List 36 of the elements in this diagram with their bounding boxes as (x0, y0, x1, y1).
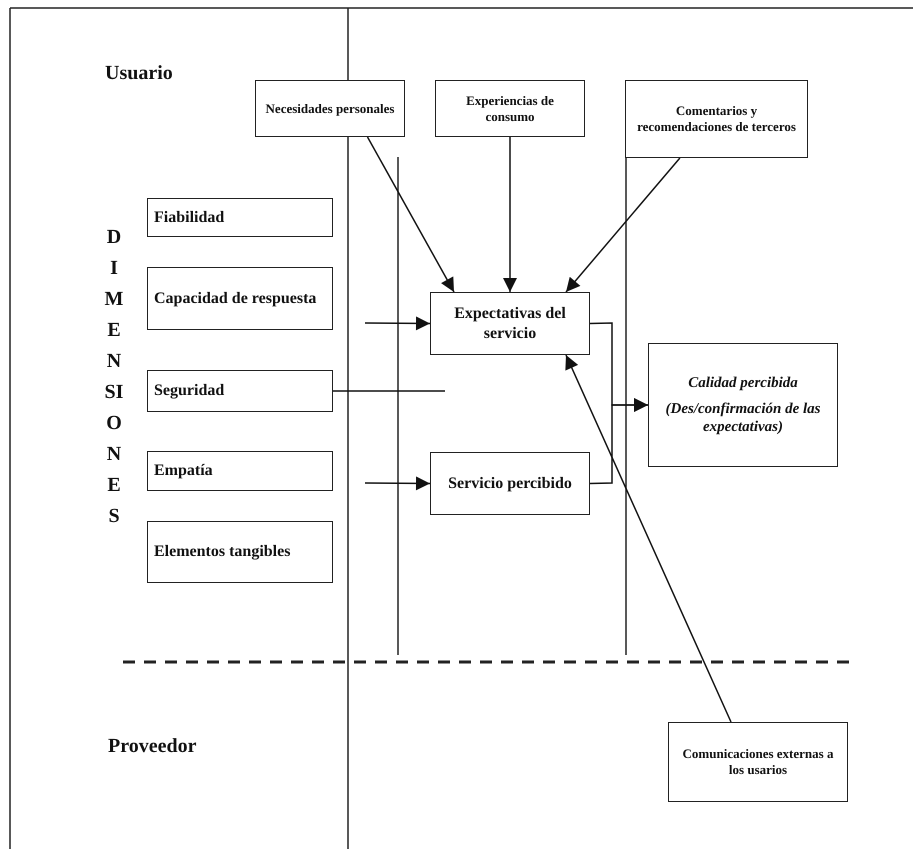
box-label: Elementos tangibles (154, 542, 292, 562)
box-label: Calidad percibida (687, 374, 799, 392)
section-label: Usuario (105, 62, 173, 85)
arrow (365, 316, 430, 330)
arrow (565, 354, 732, 722)
process-box (430, 452, 590, 515)
box-label: Servicio percibido (447, 474, 573, 494)
result-box (648, 343, 838, 467)
arrow (365, 476, 430, 490)
arrow (590, 398, 648, 484)
process-box (668, 722, 848, 802)
process-box (435, 80, 585, 137)
box-label: Expectativas del servicio (453, 304, 567, 343)
process-box (147, 267, 333, 330)
process-box (147, 451, 333, 491)
arrow (565, 158, 680, 292)
process-box (625, 80, 808, 158)
box-label: Empatía (154, 461, 214, 481)
box-label: Comentarios y recomendaciones de terceros (636, 103, 797, 135)
section-label: Proveedor (108, 735, 196, 758)
process-box (147, 198, 333, 237)
box-label: Capacidad de respuesta (154, 288, 318, 308)
arrow (503, 137, 517, 292)
vertical-heading: DIMENSIONES (104, 225, 124, 529)
box-subtext: (Des/confirmación de las expectativas) (664, 400, 822, 436)
box-label: Necesidades personales (264, 100, 396, 116)
box-label: Fiabilidad (154, 208, 226, 228)
process-box (255, 80, 405, 137)
box-label: Seguridad (154, 381, 226, 401)
arrow (366, 136, 455, 292)
connector-line (333, 390, 445, 392)
process-box (147, 370, 333, 412)
box-label: Comunicaciones externas a los usarios (682, 746, 834, 778)
process-box (147, 521, 333, 583)
process-box (430, 292, 590, 355)
box-label: Experiencias de consumo (465, 92, 555, 124)
